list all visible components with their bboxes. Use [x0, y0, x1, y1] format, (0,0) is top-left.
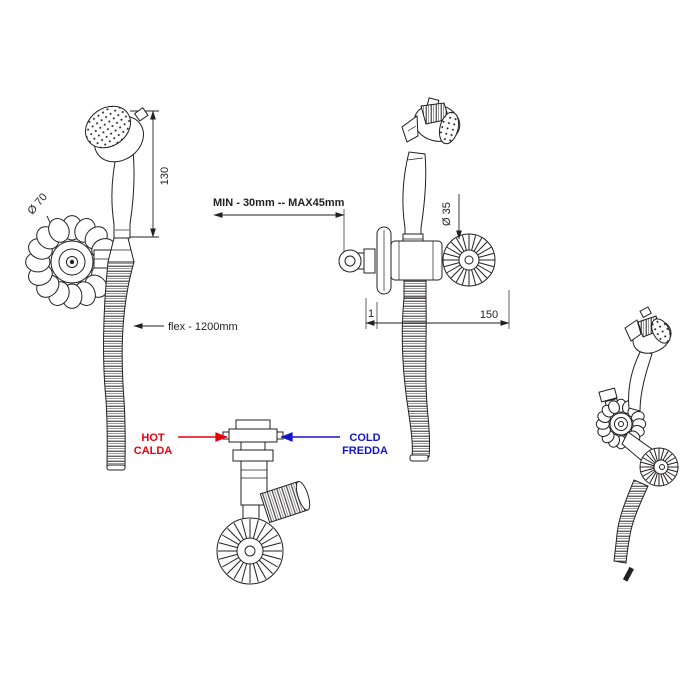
dim-width-group: 1 150 — [365, 290, 510, 329]
handshower-handle-perspective — [628, 349, 653, 412]
handshower-handle-front — [402, 151, 427, 235]
inlet-connector — [338, 249, 362, 273]
hose-end — [106, 464, 126, 471]
shower-hose-front — [401, 297, 431, 458]
spray-face — [651, 318, 671, 344]
valve-assembly — [338, 227, 495, 299]
control-knob — [443, 234, 495, 286]
cold-label: COLD FREDDA — [342, 432, 388, 457]
valve-body-top — [240, 460, 268, 520]
hot-label: HOT CALDA — [134, 432, 173, 457]
perspective-view — [596, 306, 678, 582]
holder-flower-perspective — [596, 399, 646, 449]
wall-plate-top — [222, 419, 284, 462]
dim-flex-length: flex - 1200mm — [133, 321, 238, 333]
wall-holder-flower — [25, 215, 118, 308]
dim-valve-diameter: Ø 35 — [441, 194, 462, 240]
cold-label-it: FREDDA — [342, 445, 388, 457]
front-view: MIN - 30mm -- MAX45mm — [213, 97, 510, 462]
dim-flex-label: flex - 1200mm — [168, 321, 238, 333]
outlet-ferrule — [403, 279, 427, 299]
hot-label-en: HOT — [141, 432, 165, 444]
head-top — [217, 518, 283, 584]
cold-label-en: COLD — [349, 432, 380, 444]
hot-label-it: CALDA — [134, 445, 173, 457]
dim-valve-diameter-label: Ø 35 — [441, 202, 453, 226]
spray-face — [438, 111, 460, 145]
handshower-head-perspective — [624, 306, 672, 354]
top-view: HOT CALDA COLD FREDDA — [134, 419, 388, 584]
dim-height-label: 130 — [159, 167, 171, 185]
control-knob-perspective — [640, 448, 678, 486]
handshower-head — [85, 105, 149, 163]
dim-offset-label: 1 — [368, 308, 374, 320]
dim-height: 130 — [128, 110, 171, 238]
spray-face — [85, 105, 131, 149]
inlet-nut — [363, 248, 376, 274]
hose-perspective — [613, 479, 649, 564]
handshower-handle — [111, 147, 135, 239]
dim-depth-range: MIN - 30mm -- MAX45mm — [213, 197, 345, 256]
dim-depth-label: MIN - 30mm -- MAX45mm — [213, 197, 345, 209]
trigger-lever — [401, 115, 419, 143]
hose-end — [409, 454, 429, 462]
handshower-head-front — [401, 97, 461, 145]
dim-head-diameter-label: Ø 70 — [25, 191, 50, 217]
shower-hose — [103, 261, 135, 468]
side-view: 130 Ø 70 — [25, 105, 238, 471]
trigger-lever — [624, 319, 642, 342]
dim-width-label: 150 — [480, 309, 498, 321]
knob-top — [259, 480, 311, 524]
hose-end-fitting — [622, 566, 634, 582]
head-cap — [133, 107, 149, 122]
